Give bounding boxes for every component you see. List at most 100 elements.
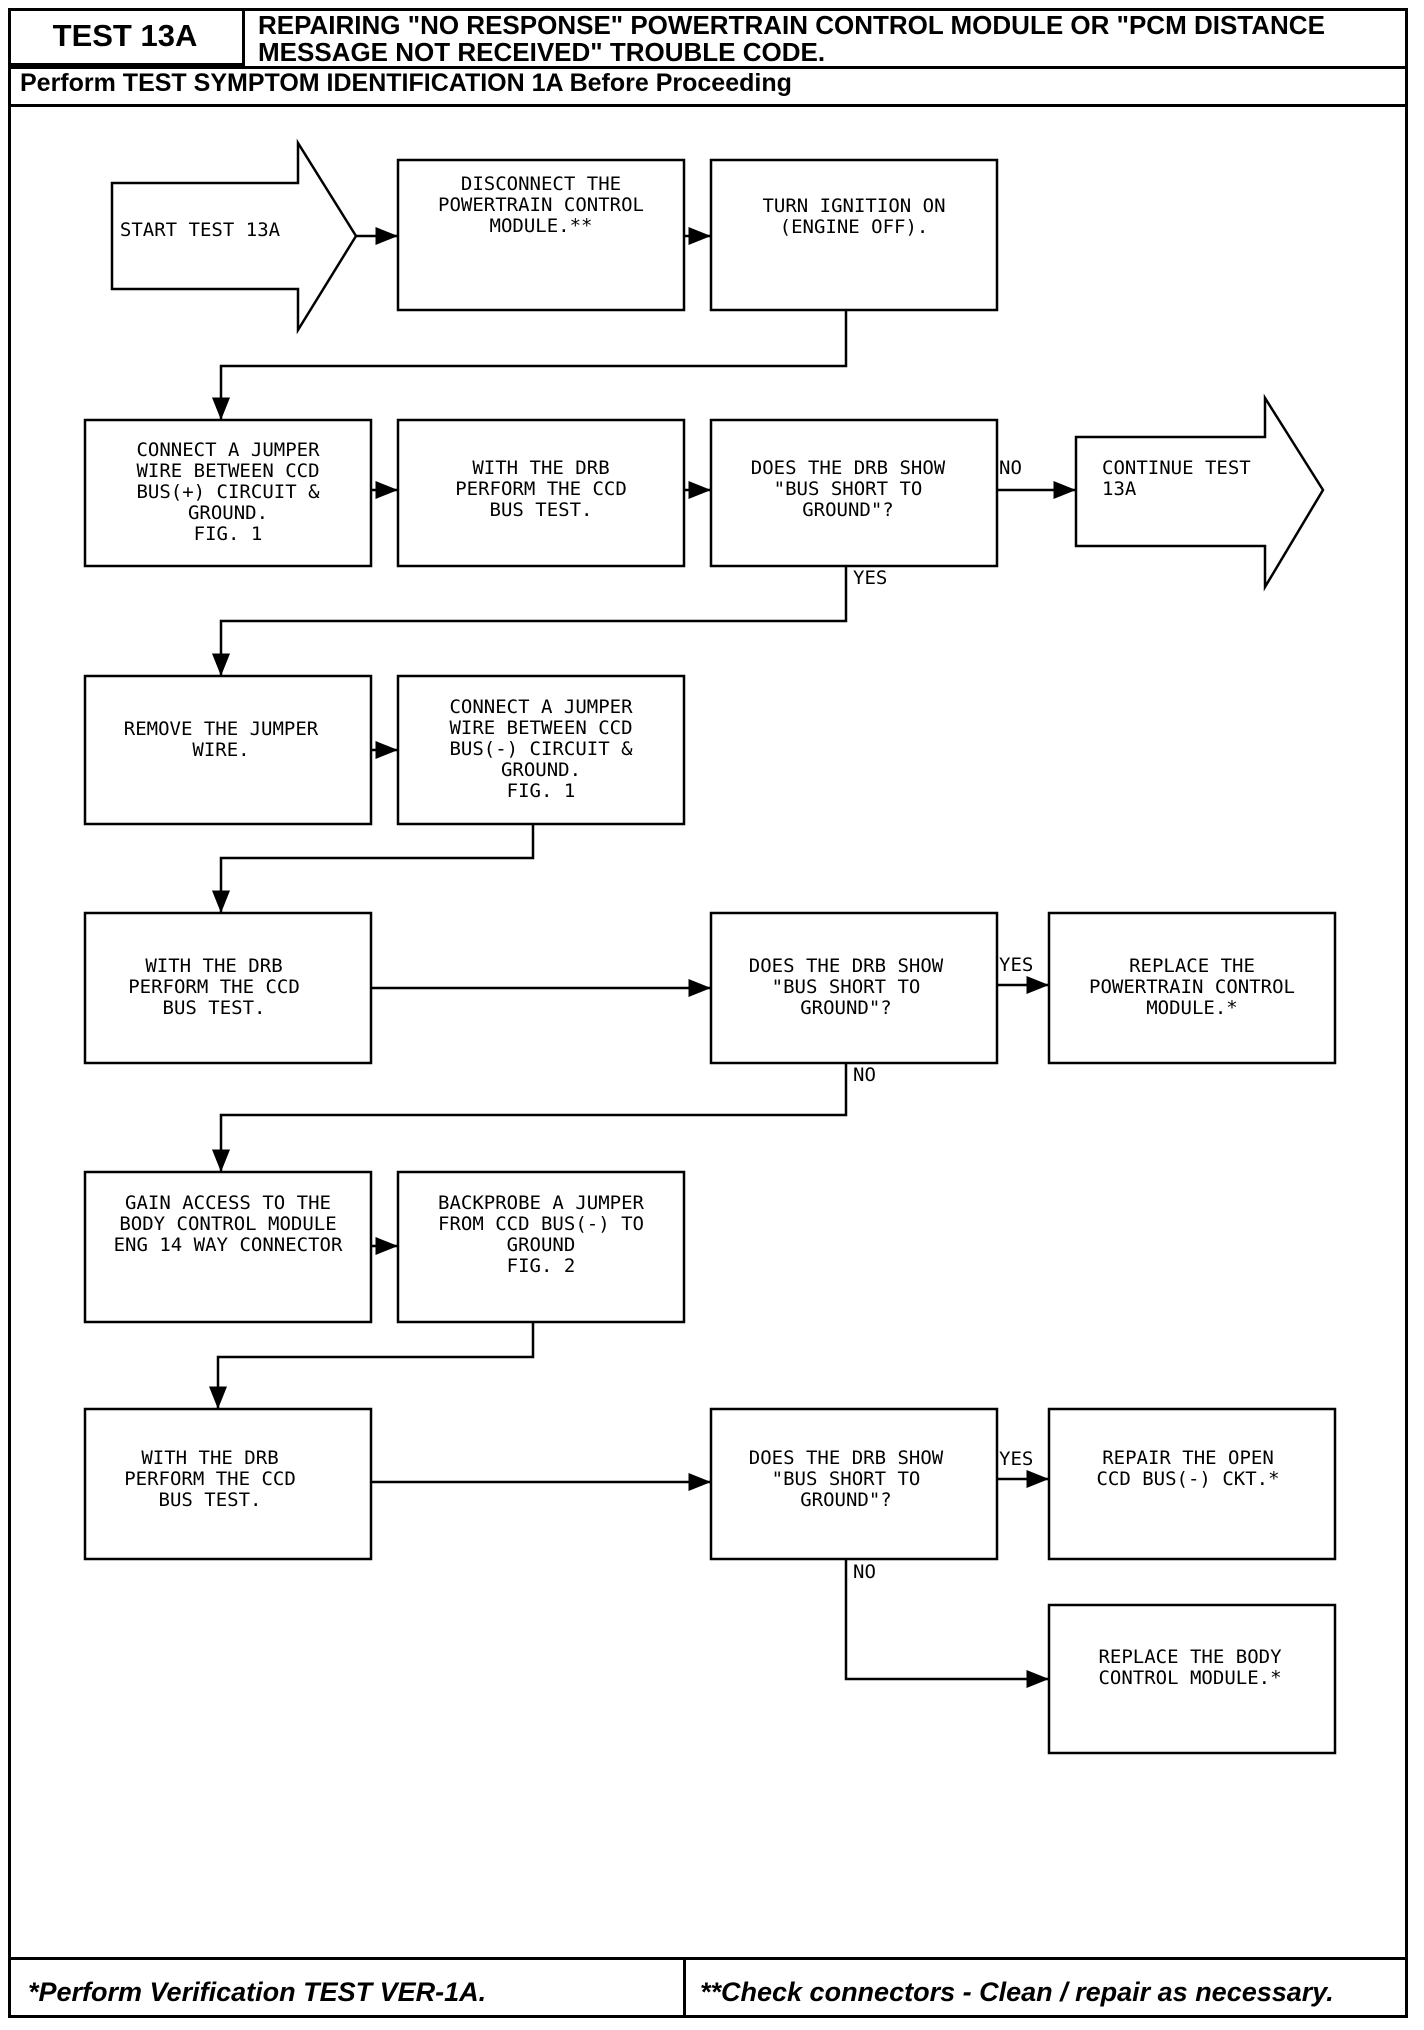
node-text-line: FIG. 2 — [507, 1255, 576, 1277]
label-d1-yes: YES — [853, 567, 887, 589]
node-text-line: REPLACE THE — [1129, 955, 1255, 977]
node-text-line: GROUND. — [501, 759, 581, 781]
node-start: START TEST 13A — [120, 219, 281, 241]
node-text-line: WIRE BETWEEN CCD — [449, 717, 632, 739]
node-text-line: BUS TEST. — [163, 997, 266, 1019]
node-text-line: GROUND — [507, 1234, 576, 1256]
title-line-2: MESSAGE NOT RECEIVED" TROUBLE CODE. — [258, 37, 826, 67]
node-text-line: GROUND"? — [800, 1489, 892, 1511]
title-line-1: REPAIRING "NO RESPONSE" POWERTRAIN CONTR… — [258, 10, 1325, 40]
edge-decision3-replacebcm — [844, 1559, 1049, 1688]
node-disconnect-box — [396, 158, 686, 312]
node-drb-test-2-box — [83, 911, 373, 1065]
node-text-line: WITH THE DRB — [145, 955, 282, 977]
node-text-line: BUS TEST. — [159, 1489, 262, 1511]
node-text-line: FIG. 1 — [507, 780, 576, 802]
node-text-line: GAIN ACCESS TO THE — [125, 1192, 331, 1214]
node-decision-3-box — [709, 1407, 999, 1561]
node-text-line: GROUND. — [188, 502, 268, 524]
node-ignition: TURN IGNITION ON(ENGINE OFF). — [762, 195, 945, 238]
edge-ignition-jumperplus — [212, 310, 848, 420]
node-text-line: POWERTRAIN CONTROL — [1089, 976, 1295, 998]
node-text-line: DOES THE DRB SHOW — [749, 1447, 944, 1469]
node-text-line: "BUS SHORT TO — [772, 1468, 921, 1490]
node-text-line: WIRE. — [192, 739, 249, 761]
label-d1-no: NO — [999, 457, 1022, 479]
footer-divider — [8, 1957, 1408, 1960]
node-text-line: PERFORM THE CCD — [455, 478, 627, 500]
node-replace-bcm-box — [1047, 1603, 1337, 1755]
node-text-line: MODULE.* — [1146, 997, 1238, 1019]
page-subtitle: Perform TEST SYMPTOM IDENTIFICATION 1A B… — [20, 69, 792, 97]
label-d3-yes: YES — [999, 1448, 1033, 1470]
footer-column-divider — [683, 1960, 686, 2018]
continue-arrow-shape — [1074, 393, 1325, 592]
node-text-line: CONTINUE TEST — [1102, 457, 1251, 479]
header-divider — [8, 66, 1408, 69]
footer-verification-note: *Perform Verification TEST VER-1A. — [28, 1977, 487, 2007]
edge-decision2-gainaccess — [212, 1063, 848, 1172]
node-text-line: CCD BUS(-) CKT.* — [1096, 1468, 1279, 1490]
node-text-line: START TEST 13A — [120, 219, 281, 241]
edge-decision1-remove — [212, 566, 848, 676]
node-ignition-box — [709, 158, 999, 312]
node-text-line: PERFORM THE CCD — [128, 976, 300, 998]
node-text-line: POWERTRAIN CONTROL — [438, 194, 644, 216]
node-text-line: CONNECT A JUMPER — [136, 439, 320, 461]
node-text-line: FIG. 1 — [194, 523, 263, 545]
test-id-label: TEST 13A — [8, 8, 245, 66]
node-replace-pcm-box — [1047, 911, 1337, 1065]
node-drb-test-3-box — [83, 1407, 373, 1561]
node-drb-test-1-box — [396, 418, 686, 568]
node-text-line: PERFORM THE CCD — [124, 1468, 296, 1490]
node-text-line: ENG 14 WAY CONNECTOR — [114, 1234, 343, 1256]
node-text-line: REPAIR THE OPEN — [1102, 1447, 1274, 1469]
node-text-line: BUS(-) CIRCUIT & — [449, 738, 633, 760]
node-text-line: WITH THE DRB — [141, 1447, 278, 1469]
node-text-line: GROUND"? — [800, 997, 892, 1019]
subtitle-divider — [8, 104, 1408, 107]
node-text-line: REMOVE THE JUMPER — [124, 718, 319, 740]
node-text-line: REPLACE THE BODY — [1098, 1646, 1282, 1668]
node-decision-2-box — [709, 911, 999, 1065]
start-arrow-shape — [110, 138, 358, 335]
node-jumper-plus-box — [83, 418, 373, 568]
label-d3-no: NO — [853, 1561, 876, 1583]
node-text-line: "BUS SHORT TO — [774, 478, 923, 500]
node-text-line: CONNECT A JUMPER — [449, 696, 633, 718]
footer-connector-note: **Check connectors - Clean / repair as n… — [700, 1977, 1334, 2007]
node-text-line: WITH THE DRB — [472, 457, 609, 479]
node-decision-1-box — [709, 418, 999, 568]
node-text-line: DOES THE DRB SHOW — [751, 457, 946, 479]
node-text-line: "BUS SHORT TO — [772, 976, 921, 998]
node-text-line: BUS(+) CIRCUIT & — [136, 481, 320, 503]
page-title: REPAIRING "NO RESPONSE" POWERTRAIN CONTR… — [258, 12, 1408, 66]
node-text-line: GROUND"? — [802, 499, 894, 521]
node-text-line: CONTROL MODULE.* — [1098, 1667, 1281, 1689]
node-text-line: BUS TEST. — [490, 499, 593, 521]
node-text-line: BODY CONTROL MODULE — [119, 1213, 336, 1235]
node-text-line: DOES THE DRB SHOW — [749, 955, 944, 977]
edge-backprobe-drb3 — [209, 1322, 535, 1409]
node-text-line: MODULE.** — [490, 215, 593, 237]
node-repair-open-box — [1047, 1407, 1337, 1561]
node-text-line: FROM CCD BUS(-) TO — [438, 1213, 644, 1235]
node-text-line: BACKPROBE A JUMPER — [438, 1192, 644, 1214]
edge-jumperminus-drb2 — [212, 824, 535, 913]
node-backprobe-box — [396, 1170, 686, 1324]
node-text-line: WIRE BETWEEN CCD — [136, 460, 319, 482]
node-text-line: DISCONNECT THE — [461, 173, 621, 195]
